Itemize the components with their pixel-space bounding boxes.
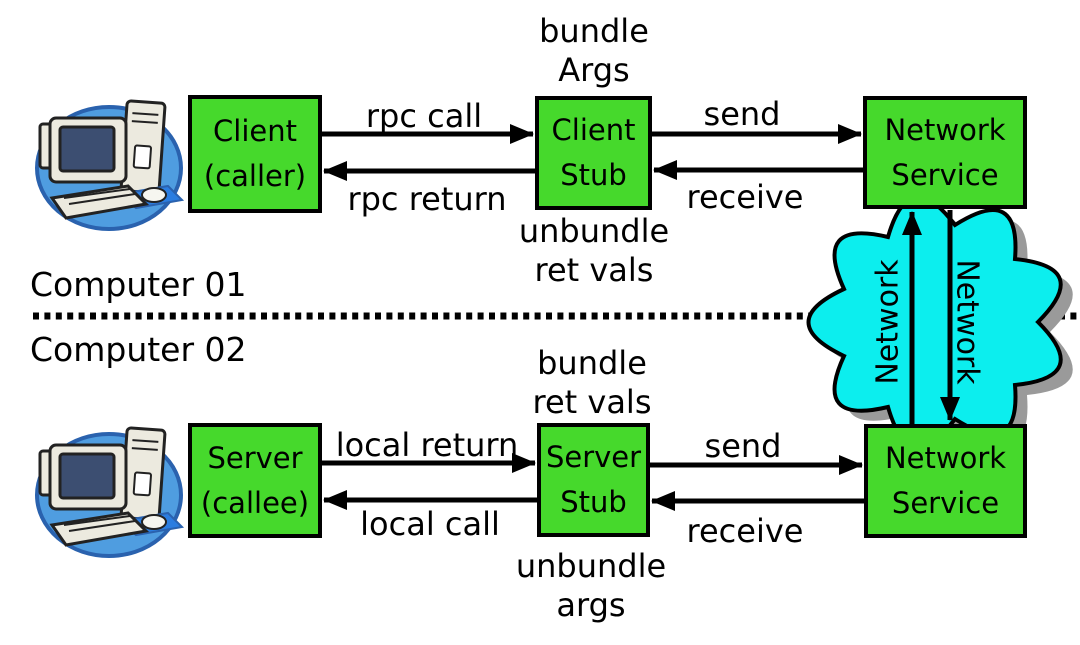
client-stub-line1: Client <box>551 113 636 147</box>
client-computer-icon <box>35 98 184 232</box>
server-box-line2: (callee) <box>200 485 310 520</box>
client-stub-line2: Stub <box>560 158 627 192</box>
local-call-label: local call <box>360 505 500 543</box>
network-service-bottom-line1: Network <box>884 441 1007 475</box>
send-top-label: send <box>703 95 781 133</box>
server-stub-line1: Server <box>545 440 642 474</box>
bundle-ret-vals-line1: bundle <box>537 344 647 382</box>
server-stub-line2: Stub <box>560 485 627 519</box>
bundle-args-label: bundle Args <box>539 12 649 90</box>
server-box-line1: Server <box>207 440 303 475</box>
network-left-label: Network <box>870 259 906 385</box>
network-service-top-box: Network Service <box>863 96 1027 209</box>
bundle-args-line2: Args <box>558 51 630 89</box>
server-computer-icon <box>35 425 184 558</box>
rpc-call-label: rpc call <box>365 97 483 135</box>
unbundle-args-line2: args <box>556 586 626 624</box>
computer2-label: Computer 02 <box>30 330 247 369</box>
network-right-label: Network <box>949 259 985 385</box>
computer1-label: Computer 01 <box>30 265 247 304</box>
client-stub-box: Client Stub <box>535 96 652 210</box>
server-stub-box: Server Stub <box>537 423 650 537</box>
unbundle-args-label: unbundle args <box>516 547 666 625</box>
client-box-line1: Client <box>213 114 297 148</box>
server-box: Server (callee) <box>188 423 322 538</box>
send-bottom-label: send <box>704 427 782 465</box>
network-service-top-line1: Network <box>884 112 1006 147</box>
bundle-args-line1: bundle <box>539 12 649 50</box>
bundle-ret-vals-label: bundle ret vals <box>533 344 652 422</box>
network-service-bottom-line2: Service <box>891 486 1000 520</box>
unbundle-ret-vals-line2: ret vals <box>534 251 654 289</box>
client-box: Client (caller) <box>188 95 322 213</box>
local-return-label: local return <box>335 426 519 464</box>
rpc-return-label: rpc return <box>347 180 507 218</box>
unbundle-args-line1: unbundle <box>515 547 667 585</box>
client-box-line2: (caller) <box>203 159 307 193</box>
unbundle-ret-vals-line1: unbundle <box>518 212 670 250</box>
network-service-bottom-box: Network Service <box>864 424 1027 538</box>
receive-top-label: receive <box>686 178 804 216</box>
bundle-ret-vals-line2: ret vals <box>532 383 652 421</box>
network-service-top-line2: Service <box>891 157 999 192</box>
receive-bottom-label: receive <box>686 512 804 550</box>
unbundle-ret-vals-label: unbundle ret vals <box>519 212 669 290</box>
